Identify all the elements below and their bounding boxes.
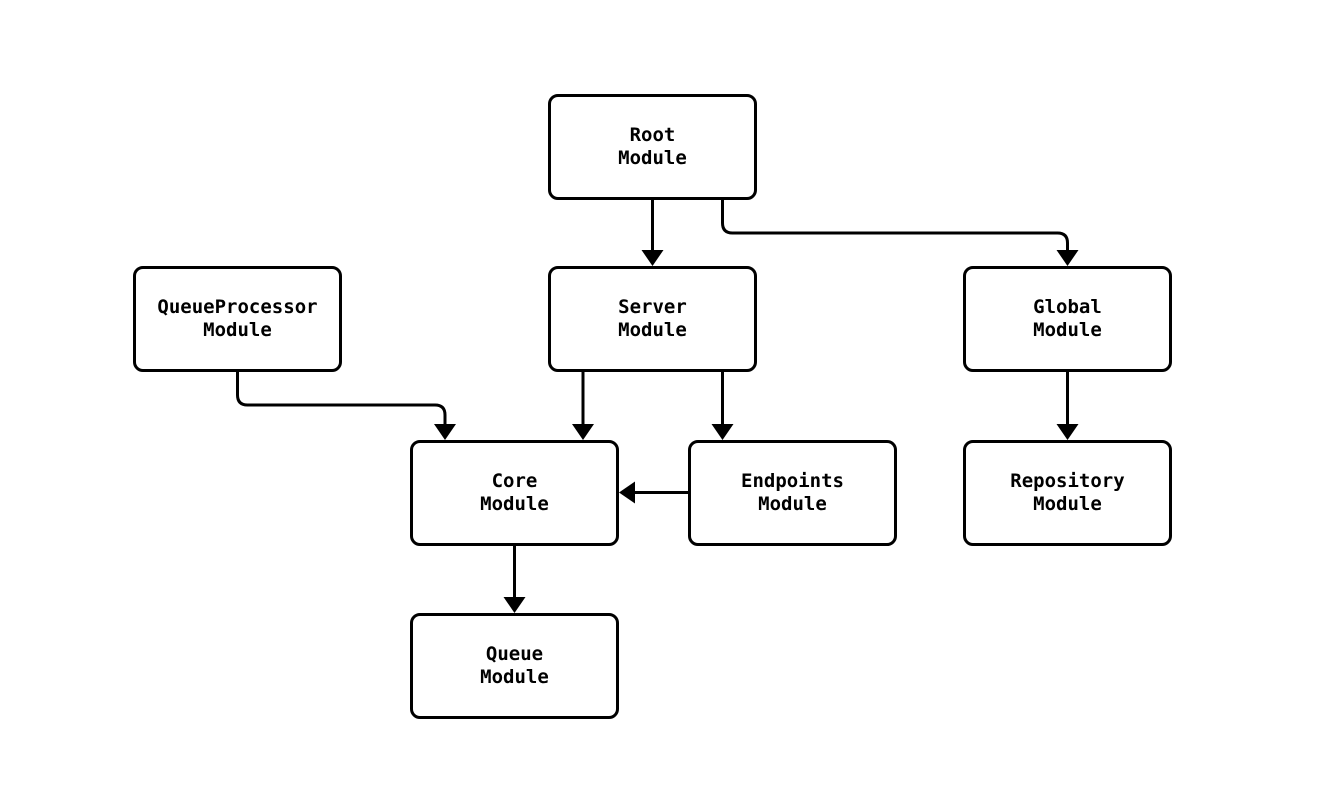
edge-server-endpoints-arrowhead xyxy=(711,424,734,440)
node-label-line: Module xyxy=(1033,319,1102,341)
node-label-line: Core xyxy=(491,470,538,492)
node-label-line: QueueProcessor xyxy=(157,296,318,318)
node-label-line: Endpoints xyxy=(741,470,844,492)
edge-server-core-arrowhead xyxy=(572,424,594,440)
node-label-line: Module xyxy=(480,493,549,515)
node-server-module: Server Module xyxy=(548,266,757,372)
node-label-line: Module xyxy=(618,319,687,341)
edge-endpoints-core-arrowhead xyxy=(619,481,635,504)
edge-core-queue-arrowhead xyxy=(503,597,526,613)
node-endpoints-module: Endpoints Module xyxy=(688,440,897,546)
node-label-line: Global xyxy=(1033,296,1102,318)
node-label-line: Module xyxy=(758,493,827,515)
node-label-line: Repository xyxy=(1010,470,1125,492)
node-global-module: Global Module xyxy=(963,266,1172,372)
node-label-line: Queue xyxy=(485,643,544,665)
node-label-line: Root xyxy=(629,124,676,146)
node-label-line: Server xyxy=(618,296,687,318)
edge-queueprocessor-core-arrowhead xyxy=(434,424,456,440)
edge-root-global-line xyxy=(721,200,1069,252)
node-core-module: Core Module xyxy=(410,440,619,546)
edge-global-repository-arrowhead xyxy=(1056,424,1079,440)
node-root-module: Root Module xyxy=(548,94,757,200)
node-label-line: Module xyxy=(480,666,549,688)
edge-queueprocessor-core-line xyxy=(236,372,447,426)
node-label-line: Module xyxy=(618,147,687,169)
edge-root-global-arrowhead xyxy=(1056,250,1079,266)
node-label-line: Module xyxy=(203,319,272,341)
node-queue-module: Queue Module xyxy=(410,613,619,719)
node-label-line: Module xyxy=(1033,493,1102,515)
edge-root-server-arrowhead xyxy=(641,250,664,266)
node-repository-module: Repository Module xyxy=(963,440,1172,546)
node-queueprocessor-module: QueueProcessor Module xyxy=(133,266,342,372)
